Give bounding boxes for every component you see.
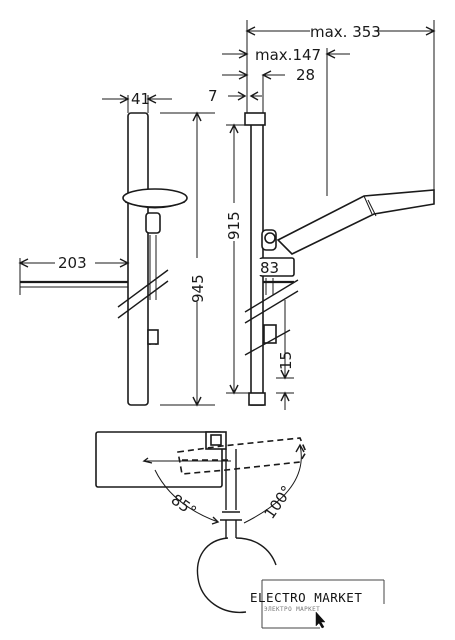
top-view	[95, 431, 307, 614]
electro-market-watermark: ELECTRO MARKET ЭЛЕКТРО МАРКЕТ	[250, 579, 385, 629]
front-view	[19, 112, 188, 406]
rail-front	[127, 112, 149, 406]
dim-15: 15	[277, 351, 295, 370]
dim-max-147: max.147	[255, 46, 321, 64]
shower-head-front	[122, 188, 188, 208]
dim-7: 7	[208, 87, 218, 105]
dim-203: 203	[58, 254, 87, 272]
cursor-icon	[315, 611, 326, 629]
dim-915: 915	[225, 211, 243, 240]
swivel-dashed-outline	[177, 437, 307, 475]
shower-head-top	[196, 537, 247, 614]
dim-max-353: max. 353	[310, 23, 381, 41]
watermark-title: ELECTRO MARKET	[250, 590, 362, 605]
angle-100: 100°	[261, 482, 296, 522]
side-dimensions: max. 353 max.147 28 7 915 83 15	[208, 20, 436, 410]
hand-shower-side	[276, 189, 435, 255]
front-dimensions: 41 203 945	[18, 90, 215, 407]
dim-28: 28	[296, 66, 315, 84]
dim-41: 41	[131, 90, 150, 108]
dim-945: 945	[189, 274, 207, 303]
dim-83: 83	[260, 259, 279, 277]
watermark-subtitle: ЭЛЕКТРО МАРКЕТ	[264, 606, 320, 613]
